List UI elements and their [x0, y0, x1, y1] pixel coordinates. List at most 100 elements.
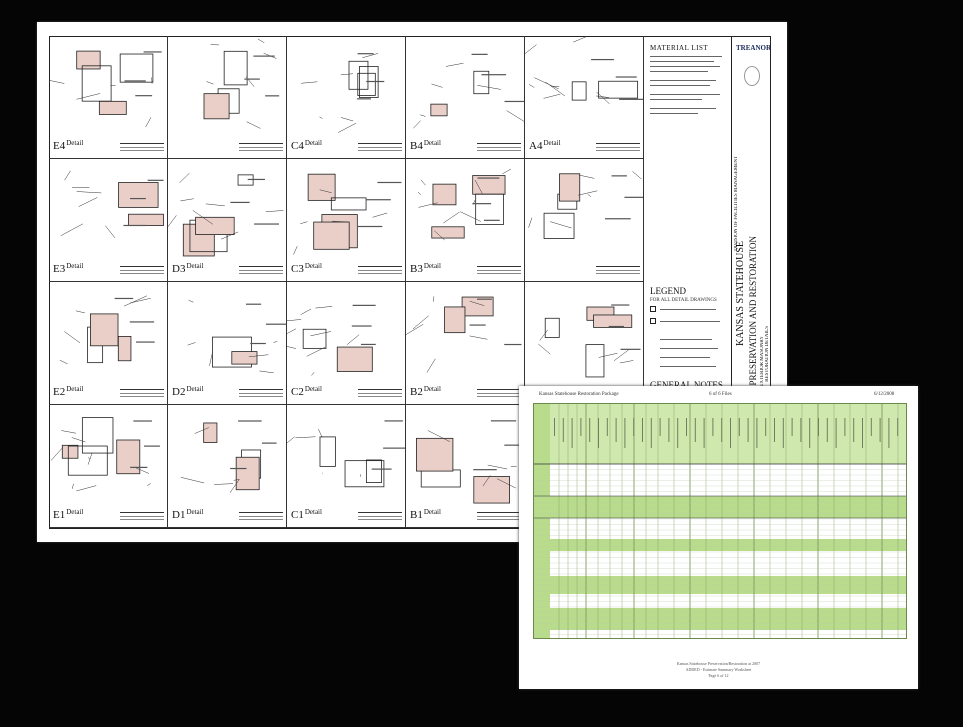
- detail-b2: B2Detail: [406, 282, 525, 405]
- detail-title-bar: [358, 389, 402, 400]
- detail-word: Detail: [423, 385, 441, 393]
- detail-label: B4Detail: [410, 139, 441, 152]
- note-line: [660, 366, 716, 367]
- spreadsheet-footer-line3: Page 6 of 12: [708, 673, 729, 678]
- detail-drawing: [528, 171, 643, 239]
- detail-e3: E3Detail: [49, 159, 168, 282]
- detail-label: D3Detail: [172, 262, 204, 275]
- detail-c4: C4Detail: [287, 36, 406, 159]
- detail-id: A4: [529, 140, 543, 152]
- detail-id: D3: [172, 263, 186, 275]
- detail-drawing: [187, 299, 286, 374]
- material-list-heading: MATERIAL LIST: [650, 44, 709, 52]
- detail-word: Detail: [186, 385, 204, 393]
- detail-a4: A4Detail: [525, 36, 644, 159]
- detail-word: Detail: [304, 139, 322, 147]
- detail-label: E4Detail: [53, 139, 84, 152]
- sheet-border: [49, 36, 771, 529]
- detail-word: Detail: [304, 385, 322, 393]
- detail-drawing: [406, 296, 522, 373]
- detail-title-bar: [477, 389, 521, 400]
- detail-title-bar: [358, 266, 402, 277]
- detail-drawing: [287, 304, 376, 376]
- detail-word: Detail: [423, 139, 441, 147]
- detail-word: Detail: [66, 385, 84, 393]
- detail-word: Detail: [423, 508, 441, 516]
- detail-d4: [168, 36, 287, 159]
- detail-word: Detail: [186, 508, 204, 516]
- detail-word: Detail: [66, 139, 84, 147]
- project-title: KANSAS STATEHOUSE: [735, 241, 746, 347]
- detail-id: C1: [291, 509, 304, 521]
- detail-id: E1: [53, 509, 66, 521]
- project-subtitle: PRESERVATION AND RESTORATION: [748, 236, 758, 386]
- detail-b4: B4Detail: [406, 36, 525, 159]
- spreadsheet-grid: [534, 404, 906, 638]
- detail-word: Detail: [304, 508, 322, 516]
- detail-drawing: [287, 420, 405, 488]
- detail-title-bar: [596, 266, 640, 277]
- detail-id: B3: [410, 263, 423, 275]
- detail-drawing: [293, 173, 402, 255]
- detail-title-bar: [120, 266, 164, 277]
- detail-drawing: [49, 50, 162, 128]
- detail-label: E1Detail: [53, 508, 84, 521]
- detail-drawing: [417, 168, 512, 241]
- detail-title-bar: [120, 143, 164, 154]
- detail-id: B2: [410, 386, 423, 398]
- spreadsheet-header-right: 6/12/2008: [874, 392, 895, 397]
- detail-word: Detail: [304, 262, 322, 270]
- detail-drawing: [60, 170, 164, 239]
- detail-drawing: [203, 38, 280, 129]
- spreadsheet-header-mid: 6 of 6 Files: [709, 392, 732, 397]
- detail-id: E2: [53, 386, 66, 398]
- legend-swatch: [650, 306, 656, 312]
- detail-id: D2: [172, 386, 186, 398]
- seal-stamp: [744, 66, 760, 86]
- legend-subheading: FOR ALL DETAIL DRAWINGS: [650, 298, 717, 303]
- note-line: [660, 348, 718, 349]
- detail-title-bar: [120, 389, 164, 400]
- title-block: TREANOR DIVISION OF FACILITIES MANAGEMEN…: [732, 36, 771, 529]
- detail-b1: B1Detail: [406, 405, 525, 528]
- detail-label: C4Detail: [291, 139, 322, 152]
- general-notes-heading: GENERAL NOTES: [650, 380, 723, 390]
- note-line: [660, 321, 720, 322]
- detail-id: C4: [291, 140, 304, 152]
- detail-d3: D3Detail: [168, 159, 287, 282]
- note-line: [650, 71, 708, 72]
- note-line: [650, 66, 720, 67]
- firm-logo: TREANOR: [736, 44, 772, 52]
- spreadsheet-footer-line1: Kansas Statehouse Preservation/Restorati…: [676, 661, 761, 666]
- detail-label: E2Detail: [53, 385, 84, 398]
- detail-drawing: [168, 173, 284, 257]
- detail-title-bar: [239, 389, 283, 400]
- detail-drawing: [413, 53, 524, 129]
- detail-id: C3: [291, 263, 304, 275]
- detail-a3: [525, 159, 644, 282]
- detail-e2: E2Detail: [49, 282, 168, 405]
- spreadsheet-printout: Kansas Statehouse Restoration Package 6 …: [519, 386, 918, 689]
- detail-title-bar: [477, 143, 521, 154]
- detail-c1: C1Detail: [287, 405, 406, 528]
- detail-title-bar: [358, 143, 402, 154]
- detail-word: Detail: [66, 262, 84, 270]
- detail-title-bar: [358, 512, 402, 523]
- note-line: [650, 80, 716, 81]
- note-line: [650, 94, 720, 95]
- detail-e4: E4Detail: [49, 36, 168, 159]
- detail-b3: B3Detail: [406, 159, 525, 282]
- detail-word: Detail: [66, 508, 84, 516]
- detail-label: C2Detail: [291, 385, 322, 398]
- detail-label: E3Detail: [53, 262, 84, 275]
- spreadsheet-header-left: Kansas Statehouse Restoration Package: [539, 392, 619, 397]
- spreadsheet-table: [533, 403, 907, 639]
- detail-id: C2: [291, 386, 304, 398]
- detail-c2: C2Detail: [287, 282, 406, 405]
- detail-id: B1: [410, 509, 423, 521]
- note-line: [650, 108, 716, 109]
- detail-d2: D2Detail: [168, 282, 287, 405]
- detail-title-bar: [239, 512, 283, 523]
- detail-label: D1Detail: [172, 508, 204, 521]
